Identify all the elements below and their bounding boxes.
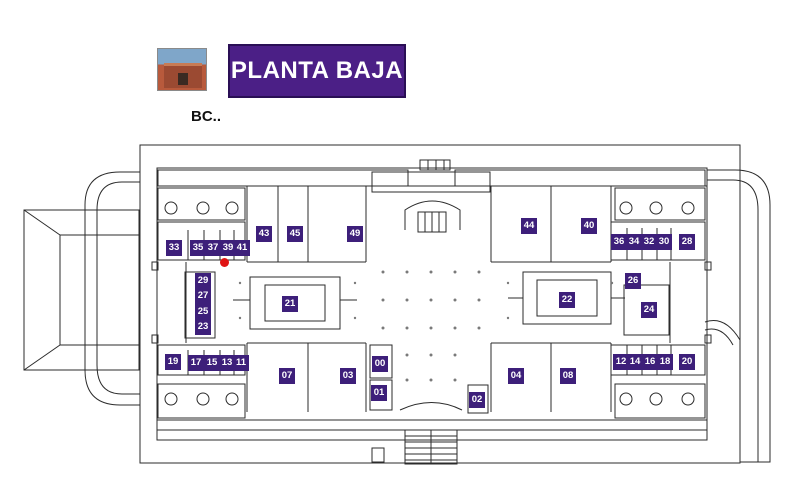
room-08[interactable]: 08 [560, 368, 576, 384]
room-17[interactable]: 17 [188, 355, 204, 371]
room-19[interactable]: 19 [165, 354, 181, 370]
room-02[interactable]: 02 [469, 392, 485, 408]
room-39[interactable]: 39 [220, 240, 236, 256]
room-36[interactable]: 36 [611, 234, 627, 250]
room-29[interactable]: 29 [195, 273, 211, 289]
room-23[interactable]: 23 [195, 319, 211, 335]
room-07[interactable]: 07 [279, 368, 295, 384]
east-porch [707, 169, 771, 463]
room-27[interactable]: 27 [195, 288, 211, 304]
atrium-west [249, 276, 341, 330]
room-28[interactable]: 28 [679, 234, 695, 250]
room-40[interactable]: 40 [581, 218, 597, 234]
room-45[interactable]: 45 [287, 226, 303, 242]
room-14[interactable]: 14 [627, 354, 643, 370]
room-32[interactable]: 32 [641, 234, 657, 250]
building-code: BC.. [191, 108, 221, 125]
west-canopy [23, 209, 140, 371]
north-strip [157, 169, 409, 187]
inner-wall [156, 167, 708, 441]
room-25[interactable]: 25 [195, 304, 211, 320]
location-marker [220, 258, 229, 267]
room-49[interactable]: 49 [347, 226, 363, 242]
room-33[interactable]: 33 [166, 240, 182, 256]
room-34[interactable]: 34 [626, 234, 642, 250]
north-entrance [371, 171, 491, 193]
room-00[interactable]: 00 [372, 356, 388, 372]
room-26[interactable]: 26 [625, 273, 641, 289]
outer-wall [139, 144, 741, 464]
room-15[interactable]: 15 [204, 355, 220, 371]
building-photo-entrance [178, 73, 188, 85]
room-35[interactable]: 35 [190, 240, 206, 256]
room-18[interactable]: 18 [657, 354, 673, 370]
room-20[interactable]: 20 [679, 354, 695, 370]
room-41[interactable]: 41 [234, 240, 250, 256]
west-porch [84, 171, 140, 406]
room-21[interactable]: 21 [282, 296, 298, 312]
room-03[interactable]: 03 [340, 368, 356, 384]
room-43[interactable]: 43 [256, 226, 272, 242]
room-11[interactable]: 11 [233, 355, 249, 371]
building-photo [157, 48, 207, 91]
room-22[interactable]: 22 [559, 292, 575, 308]
room-24[interactable]: 24 [641, 302, 657, 318]
room-16[interactable]: 16 [642, 354, 658, 370]
room-37[interactable]: 37 [205, 240, 221, 256]
room-01[interactable]: 01 [371, 385, 387, 401]
floor-title: PLANTA BAJA [228, 44, 406, 98]
room-30[interactable]: 30 [656, 234, 672, 250]
room-44[interactable]: 44 [521, 218, 537, 234]
room-12[interactable]: 12 [613, 354, 629, 370]
room-04[interactable]: 04 [508, 368, 524, 384]
room-13[interactable]: 13 [219, 355, 235, 371]
